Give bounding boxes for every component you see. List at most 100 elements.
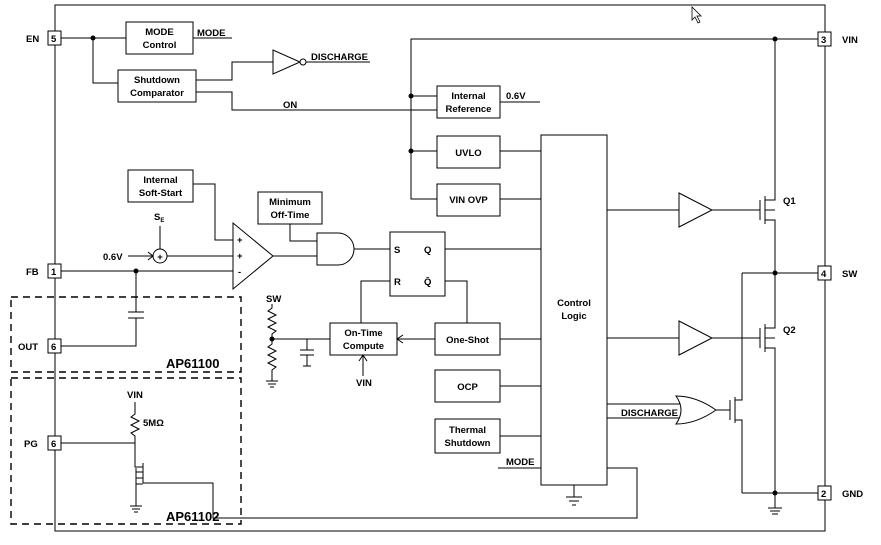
pin-en-label: EN [26,34,39,45]
wire-to-inverter [196,61,273,81]
on-time-compute-line1: On-Time [344,328,382,339]
comp-plus-2: + [237,251,243,262]
control-logic-line2: Logic [561,311,586,322]
inverter-triangle [272,49,302,75]
or-gate [675,395,717,425]
label-ap61100: AP61100 [166,356,220,371]
capacitor-rc [300,339,314,367]
minimum-off-time-block [257,191,323,225]
ocp-label: OCP [457,382,478,393]
arrow-vin-on-time [358,354,368,362]
wire-soft-start [193,183,233,241]
vin-ovp-block [436,183,501,217]
mode-control-line2: Control [143,40,177,51]
internal-reference-line1: Internal [451,91,485,102]
latch-s: S [394,245,400,256]
arrow-fb-ref [147,251,154,261]
internal-reference-line2: Reference [446,104,492,115]
minimum-off-time-line2: Off-Time [271,210,310,221]
resistor-sw-2 [266,339,278,381]
pin-sw-number: 4 [821,269,827,280]
resistor-sw [266,304,278,339]
signal-fb-06v: 0.6V [103,252,123,263]
pin-vin-label: VIN [842,35,858,46]
resistor-pg [129,402,141,443]
discharge-fet [729,273,743,493]
signal-discharge-bottom: DISCHARGE [621,408,678,419]
signal-sw: SW [266,294,281,305]
comparator [232,221,274,291]
pin-pg-number: 6 [51,439,56,450]
latch-q: Q [424,245,431,256]
pin-sw-label: SW [842,269,857,280]
pin-out-number: 6 [51,342,56,353]
wire-vin-rail [410,38,818,200]
label-ap61102: AP61102 [166,509,220,524]
pin-out-label: OUT [18,342,38,353]
soft-start-line1: Internal [143,175,177,186]
one-shot-label: One-Shot [446,335,490,346]
mosfet-q1 [759,39,776,273]
ground-pg [130,488,142,513]
wire-pg [61,442,143,468]
control-logic-line1: Control [557,298,591,309]
latch-qbar: Q̄ [424,277,431,288]
driver-q2 [678,320,714,356]
junction-vin-2 [408,148,414,154]
signal-vin-on-time: VIN [356,378,372,389]
mosfet-q2 [759,273,776,493]
pin-gnd-label: GND [842,489,863,500]
thermal-shutdown-line2: Shutdown [445,438,491,449]
wire-min-off-to-and [289,224,317,242]
fb-cap-to-out [61,271,144,347]
inverter-bubble [299,58,307,66]
wire-r [360,280,390,323]
mouse-cursor-icon [691,6,702,24]
on-time-compute-block [329,322,398,356]
ap61100-region [10,296,242,373]
uvlo-block [436,135,501,169]
pin-fb-number: 1 [51,267,57,278]
signal-vin-pg: VIN [127,390,143,401]
vin-ovp-label: VIN OVP [449,195,488,206]
pin-fb-label: FB [26,267,39,278]
pg-fet [135,463,144,488]
shutdown-comparator-line2: Comparator [130,88,184,99]
wire-en-shutdown [92,38,118,84]
shutdown-comparator-block [117,69,197,103]
signal-ref-06v: 0.6V [506,91,526,102]
mode-control-block [125,21,194,55]
label-q2: Q2 [783,325,796,336]
sr-latch [389,231,446,297]
thermal-shutdown-line1: Thermal [449,425,486,436]
on-time-compute-line2: Compute [343,341,384,352]
label-q1: Q1 [783,196,796,207]
junction-vin-1 [408,93,414,99]
ground-gnd [768,493,782,515]
pin-vin-number: 3 [821,35,826,46]
latch-r: R [394,277,401,288]
signal-on: ON [283,100,297,111]
and-gate [316,232,355,266]
label-5m: 5MΩ [143,418,164,429]
summing-plus: + [157,252,163,263]
thermal-shutdown-block [434,418,501,454]
arrow-oneshot [396,334,404,344]
comp-plus-1: + [237,235,243,246]
control-logic-ground [566,485,582,506]
soft-start-block [127,169,194,203]
internal-reference-block [436,85,501,119]
soft-start-line2: Soft-Start [139,188,183,199]
driver-q1 [678,192,714,228]
signal-mode-bottom: MODE [506,457,535,468]
pin-pg-label: PG [24,439,38,450]
signal-se: SE [154,212,164,224]
pin-en-number: 5 [51,34,57,45]
signal-discharge: DISCHARGE [311,52,368,63]
ap61102-region [10,377,242,525]
shutdown-comparator-line1: Shutdown [134,75,180,86]
mode-control-line1: MODE [145,27,174,38]
uvlo-label: UVLO [455,148,481,159]
wire-qbar [445,280,468,323]
wire-on [196,91,437,111]
